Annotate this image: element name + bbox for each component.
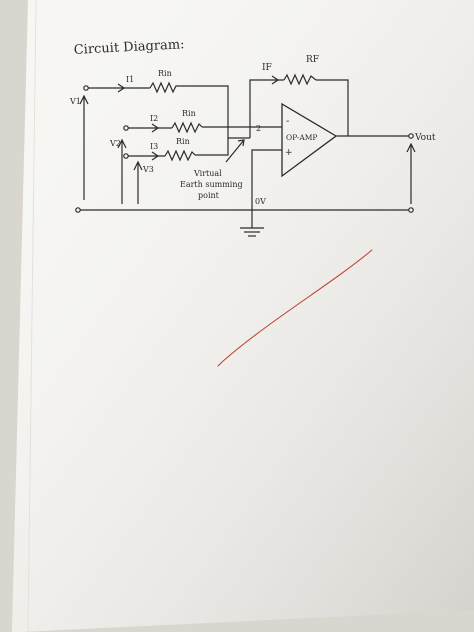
diagram-heading: Circuit Diagram: (73, 37, 184, 58)
label-point: point (198, 191, 220, 200)
label-zero-volts: 0V (255, 197, 266, 206)
red-pen-stroke (217, 249, 373, 367)
label-earth-summing: Earth summing (180, 180, 243, 189)
terminal-vout (408, 133, 414, 139)
terminal-v2 (123, 125, 129, 131)
label-rf: RF (306, 55, 319, 65)
label-i1: I1 (126, 75, 134, 84)
terminal-v1 (83, 85, 89, 91)
label-rin-2: Rin (182, 109, 196, 118)
label-i2: I2 (150, 114, 158, 123)
notebook-margin-line (27, 0, 37, 632)
label-if: IF (262, 63, 272, 73)
label-inverting-input: - (286, 116, 289, 127)
label-rin-1: Rin (158, 69, 172, 78)
op-amp-symbol (281, 102, 338, 178)
resistor-rin-2 (171, 121, 203, 134)
label-rin-3: Rin (176, 137, 190, 146)
resistor-rin-1 (149, 81, 178, 94)
terminal-v3 (123, 153, 129, 159)
resistors (149, 73, 317, 162)
terminal-ground-right (408, 207, 414, 213)
label-noninverting-input: + (285, 148, 293, 158)
paper-shadow (12, 0, 474, 632)
label-virtual: Virtual (193, 169, 222, 178)
label-op-amp: OP-AMP (286, 133, 317, 142)
label-v3: V3 (142, 165, 154, 174)
terminals (75, 85, 414, 213)
label-node: 2 (256, 124, 261, 133)
label-vout: Vout (414, 133, 436, 143)
resistor-rf (283, 73, 317, 86)
label-v2: V2 (109, 139, 121, 148)
resistor-rin-3 (164, 149, 196, 162)
label-v1: V1 (69, 97, 81, 106)
terminal-ground-left (75, 207, 81, 213)
circuit-wires (78, 75, 416, 237)
label-i3: I3 (150, 142, 158, 151)
